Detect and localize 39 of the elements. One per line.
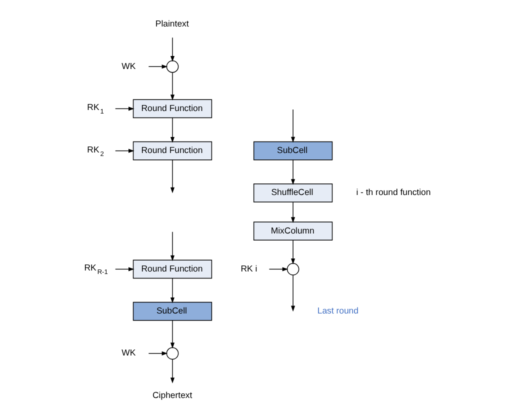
arrow xyxy=(170,117,175,143)
node-box: SubCell xyxy=(132,302,212,321)
arrow xyxy=(148,64,168,69)
node-box: Round Function xyxy=(132,260,212,279)
arrow xyxy=(148,351,168,356)
arrow xyxy=(170,232,175,262)
arrow xyxy=(170,320,175,348)
node-text: WK xyxy=(122,348,136,358)
node-box: MixColumn xyxy=(253,222,333,240)
node-box: SubCell xyxy=(253,141,333,160)
label: Last round xyxy=(317,306,359,316)
arrow xyxy=(115,267,134,272)
node-text: Plaintext xyxy=(155,18,189,29)
arrow xyxy=(115,106,134,111)
label: i - th round function xyxy=(356,187,431,198)
arrow xyxy=(170,160,175,194)
arrow xyxy=(115,148,134,153)
node-circle xyxy=(286,263,300,276)
node-text: RK$_{1}$ xyxy=(87,102,104,116)
arrow xyxy=(291,160,296,185)
arrow xyxy=(268,267,288,272)
node-box: Round Function xyxy=(132,141,212,160)
arrow xyxy=(291,202,296,223)
node-circle xyxy=(166,347,179,360)
node-circle xyxy=(166,60,179,73)
node-text: RK i xyxy=(240,263,258,274)
node-box: ShuffleCell xyxy=(253,184,333,202)
node-text: Ciphertext xyxy=(152,390,192,400)
arrow xyxy=(291,274,296,312)
node-box: Round Function xyxy=(132,99,212,118)
node-text: RK$_{2}$ xyxy=(87,144,104,158)
node-text: RK$_{R-1}$ xyxy=(84,262,108,276)
arrow xyxy=(170,72,175,100)
arrow xyxy=(291,240,296,264)
arrow xyxy=(170,359,175,384)
arrow xyxy=(170,37,175,62)
arrow xyxy=(170,278,175,304)
arrow xyxy=(291,109,296,143)
node-text: WK xyxy=(122,60,136,71)
